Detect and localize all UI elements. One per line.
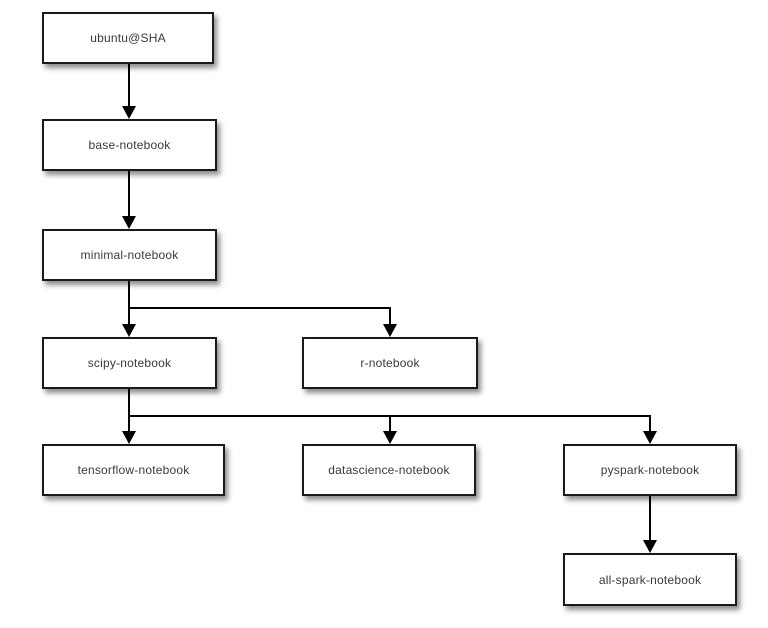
edge-scipy-pyspark-line: [649, 415, 651, 432]
node-label-tensorflow-notebook: tensorflow-notebook: [77, 463, 190, 477]
node-minimal-notebook: minimal-notebook: [42, 229, 217, 281]
edge-base-minimal-arrowhead-icon: [122, 216, 136, 229]
edge-pyspark-allspark-line: [649, 496, 651, 541]
edge-scipy-pyspark-arrowhead-icon: [643, 431, 657, 444]
node-label-ubuntu-sha: ubuntu@SHA: [90, 31, 166, 45]
edge-minimal-scipy-line: [128, 307, 130, 325]
node-r-notebook: r-notebook: [302, 337, 478, 389]
edge-scipy-datascience-line: [389, 415, 391, 432]
edge-scipy-tensorflow-arrowhead-icon: [122, 431, 136, 444]
edge-scipy-branch-stem-line: [128, 389, 130, 417]
edge-scipy-datascience-arrowhead-icon: [383, 431, 397, 444]
edge-minimal-r-arrowhead-icon: [383, 324, 397, 337]
edge-scipy-tensorflow-line: [128, 415, 130, 432]
node-tensorflow-notebook: tensorflow-notebook: [42, 444, 225, 496]
node-all-spark-notebook: all-spark-notebook: [563, 553, 737, 606]
node-label-pyspark-notebook: pyspark-notebook: [600, 463, 700, 477]
edge-minimal-branch-horizontal-line: [128, 307, 391, 309]
node-datascience-notebook: datascience-notebook: [302, 444, 476, 496]
node-label-scipy-notebook: scipy-notebook: [87, 356, 172, 370]
edge-pyspark-allspark-arrowhead-icon: [643, 540, 657, 553]
node-label-r-notebook: r-notebook: [360, 356, 420, 370]
node-ubuntu-sha: ubuntu@SHA: [42, 12, 214, 64]
edge-ubuntu-base-arrowhead-icon: [122, 106, 136, 119]
node-label-base-notebook: base-notebook: [88, 138, 171, 152]
node-scipy-notebook: scipy-notebook: [42, 337, 217, 389]
node-label-all-spark-notebook: all-spark-notebook: [598, 572, 702, 587]
node-pyspark-notebook: pyspark-notebook: [563, 444, 737, 496]
edge-minimal-branch-stem-line: [128, 281, 130, 309]
edge-minimal-r-line: [389, 307, 391, 325]
edge-base-minimal-line: [128, 171, 130, 217]
node-label-datascience-notebook: datascience-notebook: [328, 463, 450, 477]
node-label-minimal-notebook: minimal-notebook: [80, 248, 179, 262]
edge-minimal-scipy-arrowhead-icon: [122, 324, 136, 337]
edge-ubuntu-base-line: [128, 64, 130, 107]
node-base-notebook: base-notebook: [42, 119, 217, 171]
